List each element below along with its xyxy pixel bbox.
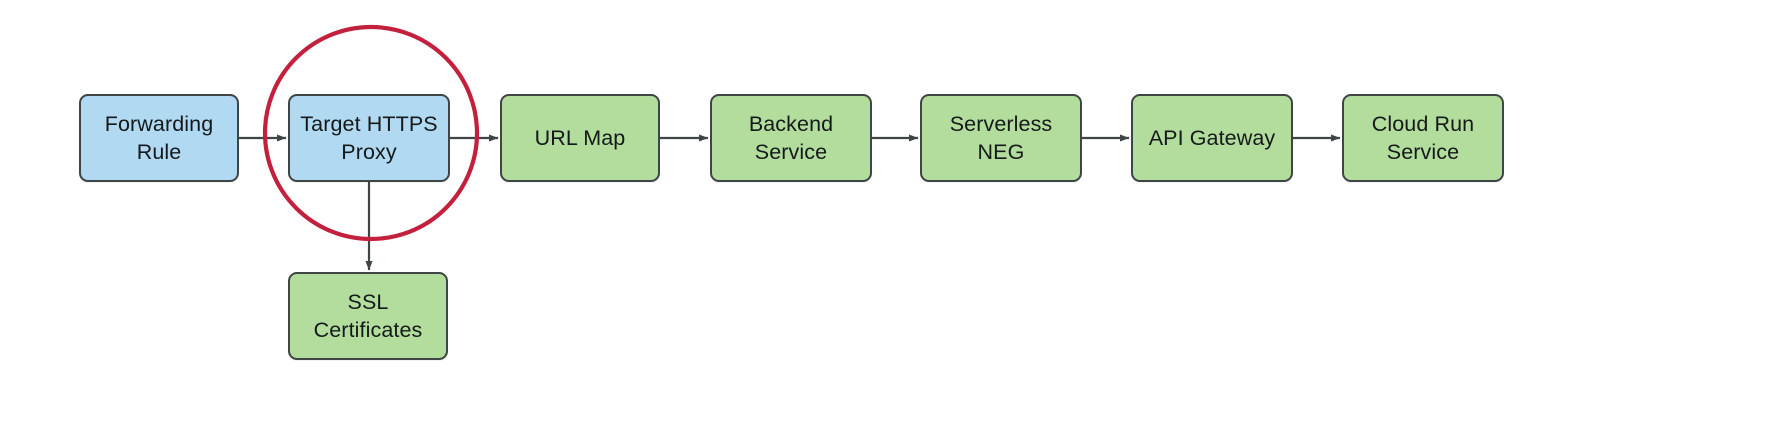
node-label: Cloud Run Service xyxy=(1371,111,1475,164)
node-url-map[interactable]: URL Map xyxy=(500,94,660,182)
node-label: API Gateway xyxy=(1148,125,1276,150)
node-label: URL Map xyxy=(534,125,626,150)
node-api-gateway[interactable]: API Gateway xyxy=(1131,94,1293,182)
node-label: Backend Service xyxy=(748,111,834,164)
node-label: Target HTTPS Proxy xyxy=(300,111,438,164)
node-label: Serverless NEG xyxy=(949,111,1053,164)
node-backend-service[interactable]: Backend Service xyxy=(710,94,872,182)
node-serverless-neg[interactable]: Serverless NEG xyxy=(920,94,1082,182)
node-label: SSL Certificates xyxy=(313,289,423,342)
node-ssl-certificates[interactable]: SSL Certificates xyxy=(288,272,448,360)
node-target-https-proxy[interactable]: Target HTTPS Proxy xyxy=(288,94,450,182)
node-label: Forwarding Rule xyxy=(104,111,214,164)
node-forwarding-rule[interactable]: Forwarding Rule xyxy=(79,94,239,182)
node-cloud-run-service[interactable]: Cloud Run Service xyxy=(1342,94,1504,182)
